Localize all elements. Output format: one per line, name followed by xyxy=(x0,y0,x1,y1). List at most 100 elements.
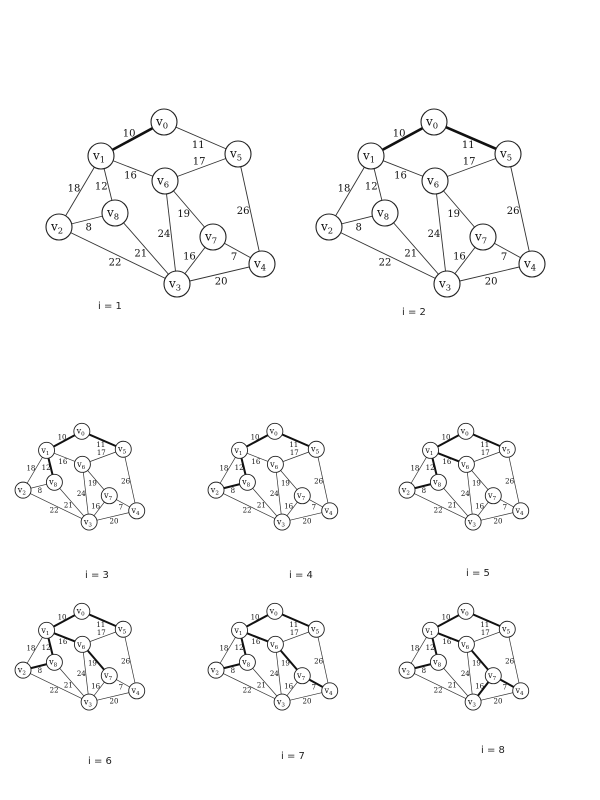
node-label: v0 xyxy=(269,427,279,438)
node-v4: v4 xyxy=(518,250,546,278)
panel-caption: i = 8 xyxy=(481,745,505,756)
edge-weight-label: 24 xyxy=(77,490,86,498)
node-label: v2 xyxy=(210,486,220,497)
node-label: v1 xyxy=(233,446,242,457)
node-circle xyxy=(128,502,146,520)
edge-weight-label: 12 xyxy=(42,644,51,652)
node-label: v3 xyxy=(467,517,477,528)
edge-weight-label: 20 xyxy=(109,517,118,525)
edge-weight-label: 17 xyxy=(193,156,206,167)
edge-v8-v3 xyxy=(247,482,283,523)
node-circle xyxy=(266,602,284,620)
node-label: v1 xyxy=(424,446,433,457)
node-v7: v7 xyxy=(199,223,227,251)
node-v3: v3 xyxy=(433,270,461,298)
edge-weight-label: 26 xyxy=(507,206,520,217)
node-circle xyxy=(14,481,32,499)
node-v2: v2 xyxy=(398,661,416,679)
node-circle xyxy=(357,142,385,170)
node-v0: v0 xyxy=(457,602,475,620)
edge-weight-label: 22 xyxy=(50,687,59,695)
node-v1: v1 xyxy=(38,621,56,639)
edge-weight-label: 26 xyxy=(314,657,323,665)
edge-weight-label: 17 xyxy=(97,449,106,457)
node-label: v8 xyxy=(432,658,442,669)
edge-weight-label: 7 xyxy=(501,252,507,263)
edge-weight-label: 11 xyxy=(192,140,205,151)
edge-v2-v3 xyxy=(406,489,474,523)
node-label: v2 xyxy=(401,486,411,497)
node-v3: v3 xyxy=(80,513,98,531)
node-circle xyxy=(238,653,256,671)
node-circle xyxy=(484,667,502,685)
node-label: v0 xyxy=(460,607,470,618)
node-v8: v8 xyxy=(45,473,63,491)
node-circle xyxy=(45,473,63,491)
node-label: v0 xyxy=(76,427,86,438)
edge-weight-label: 12 xyxy=(235,644,244,652)
node-v2: v2 xyxy=(14,661,32,679)
node-circle xyxy=(273,513,291,531)
node-v4: v4 xyxy=(512,682,530,700)
edge-v1-v2 xyxy=(328,155,372,228)
node-v7: v7 xyxy=(484,667,502,685)
edge-weight-label: 16 xyxy=(183,252,196,263)
node-v7: v7 xyxy=(293,487,311,505)
node-v8: v8 xyxy=(45,653,63,671)
node-label: v1 xyxy=(40,626,49,637)
edge-v6-v3 xyxy=(466,464,474,523)
edge-v2-v3 xyxy=(58,226,178,285)
edge-weight-label: 21 xyxy=(257,682,266,690)
node-v1: v1 xyxy=(87,142,115,170)
node-circle xyxy=(398,661,416,679)
node-circle xyxy=(307,440,325,458)
node-label: v6 xyxy=(269,460,279,471)
edge-weight-label: 10 xyxy=(58,433,67,441)
edge-weight-label: 22 xyxy=(109,257,122,268)
node-circle xyxy=(163,270,191,298)
node-v7: v7 xyxy=(293,667,311,685)
edge-weight-label: 18 xyxy=(338,183,351,194)
node-circle xyxy=(80,513,98,531)
node-v4: v4 xyxy=(512,502,530,520)
node-circle xyxy=(100,667,118,685)
node-v3: v3 xyxy=(464,513,482,531)
node-v3: v3 xyxy=(273,513,291,531)
node-circle xyxy=(457,422,475,440)
node-v0: v0 xyxy=(73,422,91,440)
edge-weight-label: 16 xyxy=(251,638,260,646)
node-v3: v3 xyxy=(273,693,291,711)
edge-weight-label: 10 xyxy=(442,613,451,621)
node-label: v2 xyxy=(17,666,27,677)
node-v2: v2 xyxy=(207,481,225,499)
node-circle xyxy=(307,620,325,638)
node-circle xyxy=(512,682,530,700)
node-circle xyxy=(87,142,115,170)
node-label: v4 xyxy=(130,506,140,517)
node-v5: v5 xyxy=(307,620,325,638)
node-label: v5 xyxy=(501,625,511,636)
node-label: v6 xyxy=(269,640,279,651)
node-label: v8 xyxy=(241,658,251,669)
edge-weight-label: 10 xyxy=(251,613,260,621)
edge-weight-label: 17 xyxy=(290,449,299,457)
node-v6: v6 xyxy=(421,167,449,195)
node-circle xyxy=(484,487,502,505)
node-circle xyxy=(457,635,475,653)
edge-v5-v4 xyxy=(507,153,533,265)
node-label: v7 xyxy=(296,671,306,682)
edge-weight-label: 19 xyxy=(447,209,460,220)
panel-caption: i = 6 xyxy=(88,756,112,767)
node-label: v2 xyxy=(401,666,411,677)
edge-weight-label: 10 xyxy=(251,433,260,441)
node-v6: v6 xyxy=(73,455,91,473)
edge-weight-label: 12 xyxy=(235,464,244,472)
node-circle xyxy=(207,481,225,499)
edge-weight-label: 18 xyxy=(68,183,81,194)
node-circle xyxy=(45,213,73,241)
panel-caption: i = 5 xyxy=(466,568,490,579)
edge-weight-label: 20 xyxy=(302,697,311,705)
